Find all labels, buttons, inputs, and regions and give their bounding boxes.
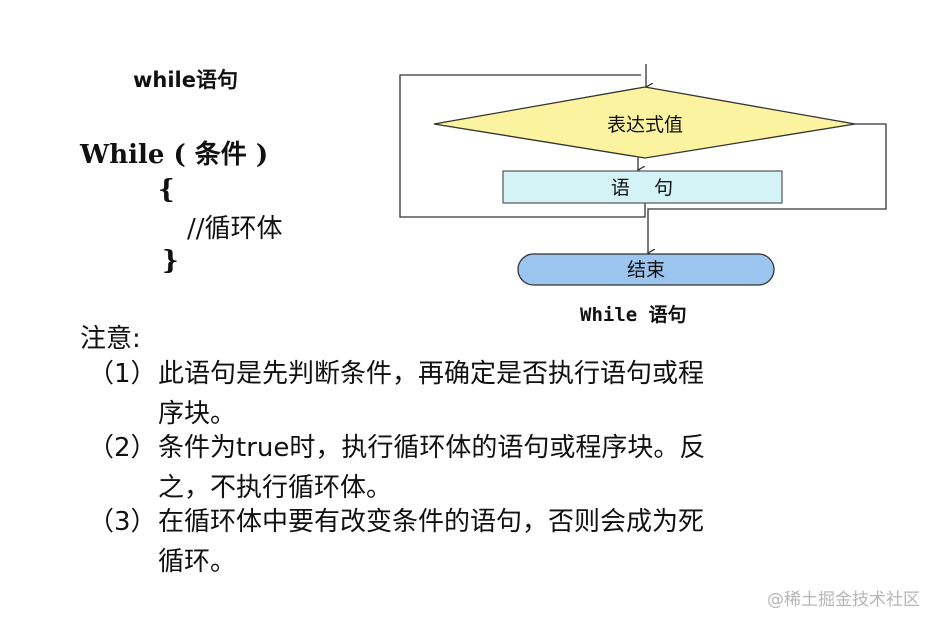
- statement-box: [502, 170, 783, 204]
- loop-back-line: [399, 74, 646, 218]
- slide-title: while语句: [133, 68, 238, 92]
- end-label: 结束: [627, 259, 665, 281]
- end-terminator: [517, 253, 775, 286]
- note-3-text-line1: 在循环体中要有改变条件的语句，否则会成为死: [158, 507, 705, 537]
- code-line-close-brace: }: [162, 246, 179, 276]
- note-1-number: （1）: [88, 359, 157, 389]
- note-1-text-line1: 此语句是先判断条件，再确定是否执行语句或程: [158, 359, 705, 389]
- code-line-loop-body-comment: //循环体: [187, 214, 283, 244]
- note-3-number: （3）: [88, 507, 157, 537]
- note-2-text-line2: 之，不执行循环体。: [158, 473, 393, 503]
- decision-diamond: [433, 86, 856, 159]
- statement-label: 语 句: [611, 177, 673, 199]
- code-line-while: While ( 条件 ): [80, 140, 269, 170]
- decision-label: 表达式值: [607, 114, 683, 136]
- note-2-number: （2）: [88, 433, 157, 463]
- note-2-text-line1: 条件为true时，执行循环体的语句或程序块。反: [158, 433, 706, 463]
- note-3-text-line2: 循环。: [158, 547, 237, 577]
- watermark: @稀土掘金技术社区: [767, 590, 920, 610]
- notes-heading: 注意:: [80, 324, 141, 354]
- false-branch-line: [648, 123, 887, 253]
- code-line-open-brace: {: [158, 175, 175, 205]
- diagram-caption: While 语句: [580, 304, 687, 326]
- note-1-text-line2: 序块。: [158, 399, 237, 429]
